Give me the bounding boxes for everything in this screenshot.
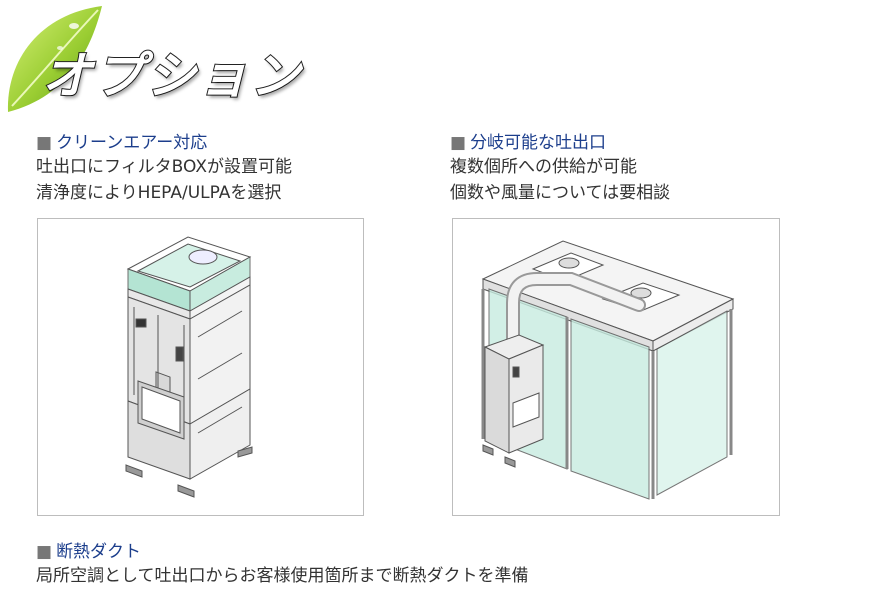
heading-text: 分岐可能な吐出口 — [470, 133, 607, 153]
leaf-icon — [7, 6, 102, 112]
title-area: オプション — [0, 0, 340, 120]
figure-branch-duct-booth — [452, 218, 780, 516]
section-heading: ■断熱ダクト — [36, 541, 529, 563]
bullet-square-icon: ■ — [36, 542, 53, 562]
section-branch-outlet: ■分岐可能な吐出口 複数個所への供給が可能 個数や風量については要相談 — [450, 132, 670, 206]
section-insulated-duct: ■断熱ダクト 局所空調として吐出口からお客様使用箇所まで断熱ダクトを準備 — [36, 541, 529, 589]
bullet-square-icon: ■ — [36, 133, 53, 153]
description-line: 局所空調として吐出口からお客様使用箇所まで断熱ダクトを準備 — [36, 566, 529, 586]
bullet-square-icon: ■ — [450, 133, 467, 153]
unit-illustration — [125, 236, 253, 498]
description-line: 複数個所への供給が可能 — [450, 157, 637, 177]
description-line: 個数や風量については要相談 — [450, 183, 671, 203]
section-heading: ■クリーンエアー対応 — [36, 132, 292, 154]
booth-illustration — [481, 240, 735, 500]
description-line: 清浄度によりHEPA/ULPAを選択 — [36, 183, 282, 203]
heading-text: 断熱ダクト — [56, 542, 142, 562]
section-clean-air: ■クリーンエアー対応 吐出口にフィルタBOXが設置可能 清浄度によりHEPA/U… — [36, 132, 292, 206]
page-title: オプション — [41, 46, 302, 106]
description-line: 吐出口にフィルタBOXが設置可能 — [36, 157, 292, 177]
section-heading: ■分岐可能な吐出口 — [450, 132, 670, 154]
figure-filter-box-unit — [37, 218, 364, 516]
heading-text: クリーンエアー対応 — [56, 133, 208, 153]
